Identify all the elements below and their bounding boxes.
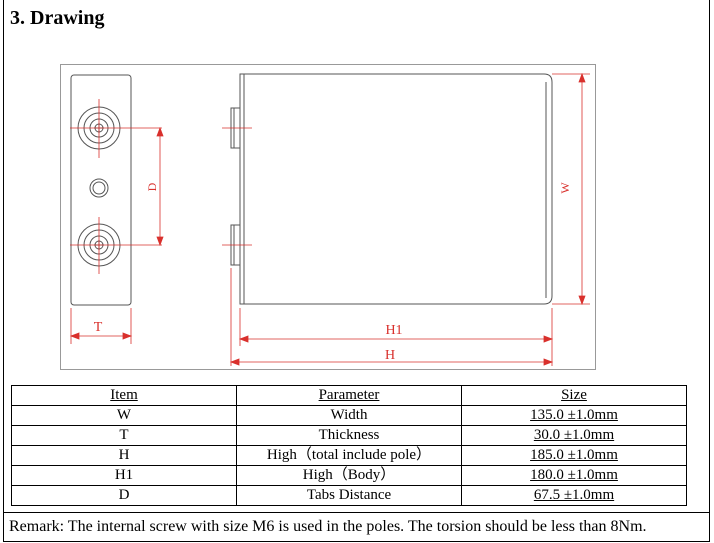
cell-item: H1 bbox=[11, 465, 237, 486]
cell-parameter: Thickness bbox=[236, 425, 462, 446]
remark-text: Remark: The internal screw with size M6 … bbox=[9, 518, 647, 535]
table-header-row: Item Parameter Size bbox=[11, 385, 687, 406]
divider bbox=[4, 512, 709, 513]
battery-drawing: D T W H1 H bbox=[60, 64, 596, 370]
table-row: H1 High（Body） 180.0 ±1.0mm bbox=[11, 465, 687, 486]
cell-size: 135.0 ±1.0mm bbox=[461, 405, 687, 426]
cell-size: 30.0 ±1.0mm bbox=[461, 425, 687, 446]
dim-label-h: H bbox=[385, 348, 395, 363]
dim-label-d: D bbox=[145, 182, 159, 191]
cell-size: 185.0 ±1.0mm bbox=[461, 445, 687, 466]
cell-item: T bbox=[11, 425, 237, 446]
cell-item: W bbox=[11, 405, 237, 426]
dim-label-w: W bbox=[558, 182, 572, 194]
spec-table: Item Parameter Size W Width 135.0 ±1.0mm… bbox=[11, 385, 687, 506]
cell-parameter: Tabs Distance bbox=[236, 485, 462, 506]
cell-item: D bbox=[11, 485, 237, 506]
cell-size: 67.5 ±1.0mm bbox=[461, 485, 687, 506]
table-row: D Tabs Distance 67.5 ±1.0mm bbox=[11, 485, 687, 506]
header-size: Size bbox=[461, 385, 687, 406]
dim-label-t: T bbox=[94, 320, 103, 335]
page-frame bbox=[3, 0, 710, 542]
header-item: Item bbox=[11, 385, 237, 406]
header-parameter: Parameter bbox=[236, 385, 462, 406]
cell-item: H bbox=[11, 445, 237, 466]
divider bbox=[4, 541, 709, 542]
section-title: 3. Drawing bbox=[10, 7, 105, 29]
cell-parameter: High（Body） bbox=[236, 465, 462, 486]
table-row: H High（total include pole） 185.0 ±1.0mm bbox=[11, 445, 687, 466]
table-row: W Width 135.0 ±1.0mm bbox=[11, 405, 687, 426]
cell-parameter: High（total include pole） bbox=[236, 445, 462, 466]
vent-icon bbox=[89, 178, 109, 198]
dim-label-h1: H1 bbox=[385, 323, 402, 338]
table-row: T Thickness 30.0 ±1.0mm bbox=[11, 425, 687, 446]
cell-size: 180.0 ±1.0mm bbox=[461, 465, 687, 486]
cell-parameter: Width bbox=[236, 405, 462, 426]
